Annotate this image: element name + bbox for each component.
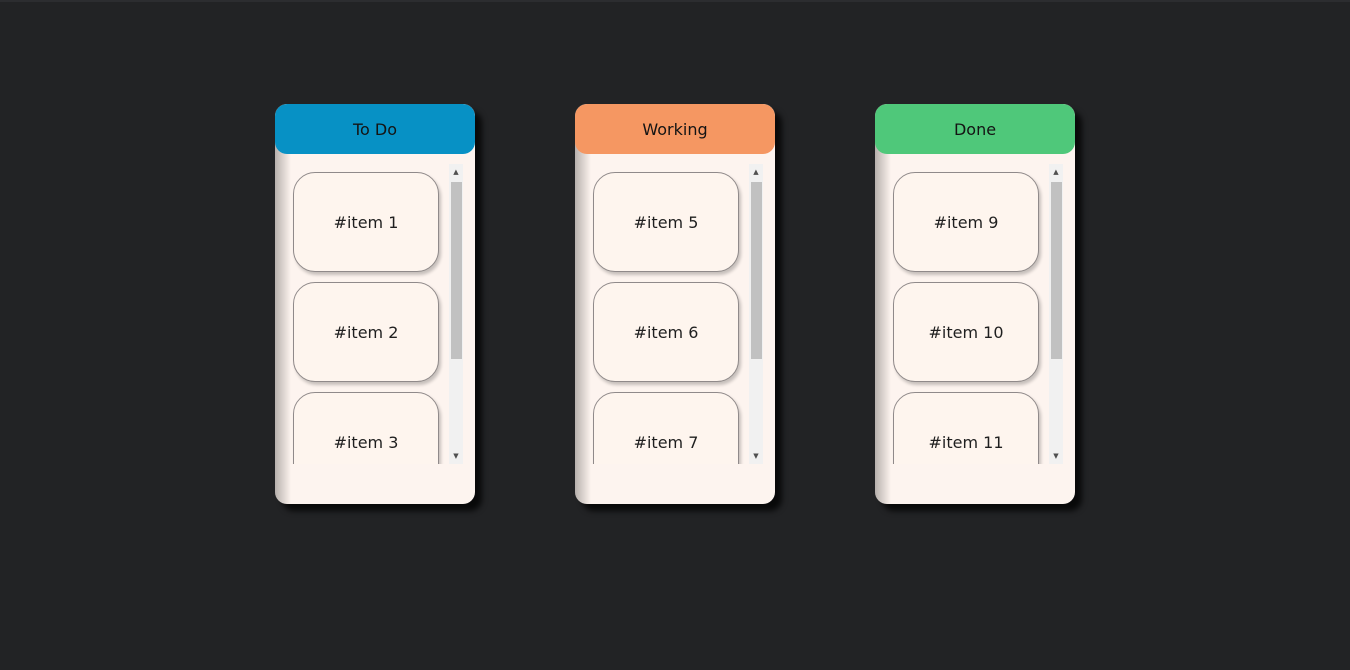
card[interactable]: #item 2 — [293, 282, 439, 382]
card[interactable]: #item 11 — [893, 392, 1039, 464]
card-list[interactable]: #item 9 #item 10 #item 11 — [875, 164, 1063, 464]
card-label: #item 5 — [633, 212, 699, 232]
kanban-board: To Do #item 1 #item 2 #item 3 ▲ ▼ Workin… — [275, 104, 1075, 504]
card-label: #item 11 — [928, 432, 1004, 452]
card[interactable]: #item 1 — [293, 172, 439, 272]
card-label: #item 3 — [333, 432, 399, 452]
scroll-down-arrow-icon[interactable]: ▼ — [453, 452, 459, 460]
card-label: #item 6 — [633, 322, 699, 342]
card[interactable]: #item 5 — [593, 172, 739, 272]
scrollbar[interactable]: ▲ ▼ — [449, 164, 463, 464]
card-label: #item 10 — [928, 322, 1004, 342]
column-header-working[interactable]: Working — [575, 104, 775, 154]
card-list[interactable]: #item 5 #item 6 #item 7 — [575, 164, 763, 464]
scroll-thumb[interactable] — [751, 182, 762, 359]
window-top-edge — [0, 0, 1350, 2]
column-header-done[interactable]: Done — [875, 104, 1075, 154]
scroll-up-arrow-icon[interactable]: ▲ — [753, 168, 759, 176]
card-label: #item 9 — [933, 212, 999, 232]
card-label: #item 1 — [333, 212, 399, 232]
scroll-down-arrow-icon[interactable]: ▼ — [753, 452, 759, 460]
column-header-todo[interactable]: To Do — [275, 104, 475, 154]
card[interactable]: #item 7 — [593, 392, 739, 464]
card-label: #item 2 — [333, 322, 399, 342]
column-working: Working #item 5 #item 6 #item 7 ▲ ▼ — [575, 104, 775, 504]
scroll-up-arrow-icon[interactable]: ▲ — [453, 168, 459, 176]
card[interactable]: #item 3 — [293, 392, 439, 464]
column-done: Done #item 9 #item 10 #item 11 ▲ ▼ — [875, 104, 1075, 504]
column-title: Working — [642, 119, 708, 139]
scrollbar[interactable]: ▲ ▼ — [749, 164, 763, 464]
scroll-thumb[interactable] — [1051, 182, 1062, 359]
column-title: Done — [953, 119, 997, 139]
card[interactable]: #item 10 — [893, 282, 1039, 382]
card-list[interactable]: #item 1 #item 2 #item 3 — [275, 164, 463, 464]
scroll-up-arrow-icon[interactable]: ▲ — [1053, 168, 1059, 176]
card[interactable]: #item 9 — [893, 172, 1039, 272]
scroll-down-arrow-icon[interactable]: ▼ — [1053, 452, 1059, 460]
card-label: #item 7 — [633, 432, 699, 452]
scroll-thumb[interactable] — [451, 182, 462, 359]
column-title: To Do — [352, 119, 398, 139]
card[interactable]: #item 6 — [593, 282, 739, 382]
scrollbar[interactable]: ▲ ▼ — [1049, 164, 1063, 464]
column-todo: To Do #item 1 #item 2 #item 3 ▲ ▼ — [275, 104, 475, 504]
